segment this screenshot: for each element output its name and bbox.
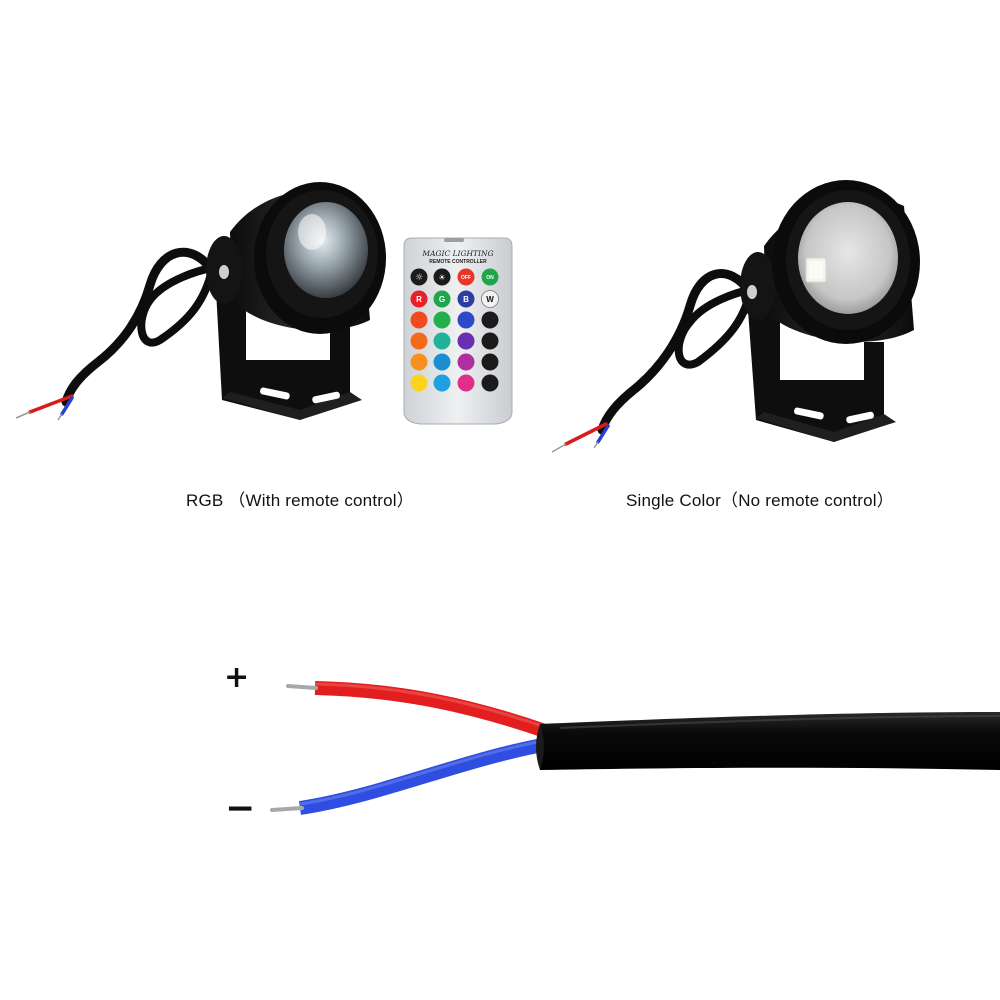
red-button[interactable]: [410, 290, 428, 308]
white-button[interactable]: [481, 290, 499, 308]
on-label: ON: [486, 275, 494, 281]
single-light-blue-wire: [596, 424, 610, 444]
off-button[interactable]: [457, 268, 475, 286]
positive-terminal-label: +: [224, 660, 250, 695]
color-button[interactable]: [410, 311, 428, 329]
remote-color-grid: [410, 311, 499, 392]
negative-conductor: [270, 806, 304, 812]
green-button[interactable]: [433, 290, 451, 308]
blue-button[interactable]: [457, 290, 475, 308]
color-button[interactable]: [457, 332, 475, 350]
color-button[interactable]: [457, 311, 475, 329]
color-button[interactable]: [457, 353, 475, 371]
blue-label: B: [463, 295, 469, 304]
on-button[interactable]: [481, 268, 499, 286]
green-label: G: [439, 295, 445, 304]
rgb-light-blue-wire: [60, 396, 74, 416]
color-button[interactable]: [457, 374, 475, 392]
single-light-cable: [597, 269, 755, 435]
remote-control: MAGIC LIGHTING REMOTE CONTROLLER ☼ ☀ OFF…: [403, 237, 513, 425]
single-light-reflector: [798, 202, 898, 314]
single-color-spotlight: [551, 180, 920, 453]
remote-subtitle: REMOTE CONTROLLER: [429, 259, 487, 265]
off-label: OFF: [461, 275, 471, 281]
black-cable-sheath: [540, 712, 1000, 770]
single-light-bracket: [748, 310, 884, 442]
brightness-up-button[interactable]: [410, 268, 428, 286]
remote-rgbw-row: R G B W: [410, 290, 499, 308]
red-label: R: [416, 295, 422, 304]
brightness-down-button[interactable]: [433, 268, 451, 286]
remote-title: MAGIC LIGHTING: [421, 249, 493, 258]
single-color-caption: Single Color（No remote control）: [626, 491, 894, 510]
rgb-light-cable: [61, 247, 217, 407]
mode-button[interactable]: [481, 374, 499, 392]
rgb-light-lens: [284, 202, 368, 298]
positive-red-wire: [314, 681, 551, 739]
positive-conductor: [286, 684, 318, 690]
single-light-red-wire: [564, 422, 608, 446]
negative-terminal-label: −: [225, 788, 256, 829]
sun-down-icon: ☀: [438, 273, 445, 282]
color-button[interactable]: [410, 374, 428, 392]
white-label: W: [486, 295, 494, 304]
mode-button[interactable]: [481, 311, 499, 329]
rgb-light-bracket: [216, 290, 350, 420]
color-button[interactable]: [433, 353, 451, 371]
mode-button[interactable]: [481, 332, 499, 350]
wiring-detail: [270, 681, 1000, 815]
rgb-spotlight: [15, 182, 386, 421]
color-button[interactable]: [433, 332, 451, 350]
color-button[interactable]: [433, 374, 451, 392]
color-button[interactable]: [410, 353, 428, 371]
remote-top-row: ☼ ☀ OFF ON: [410, 268, 499, 286]
mode-button[interactable]: [481, 353, 499, 371]
color-button[interactable]: [433, 311, 451, 329]
negative-blue-wire: [298, 737, 550, 815]
rgb-light-red-wire: [28, 394, 74, 414]
color-button[interactable]: [410, 332, 428, 350]
sun-up-icon: ☼: [415, 273, 423, 283]
rgb-caption: RGB （With remote control）: [186, 491, 414, 510]
